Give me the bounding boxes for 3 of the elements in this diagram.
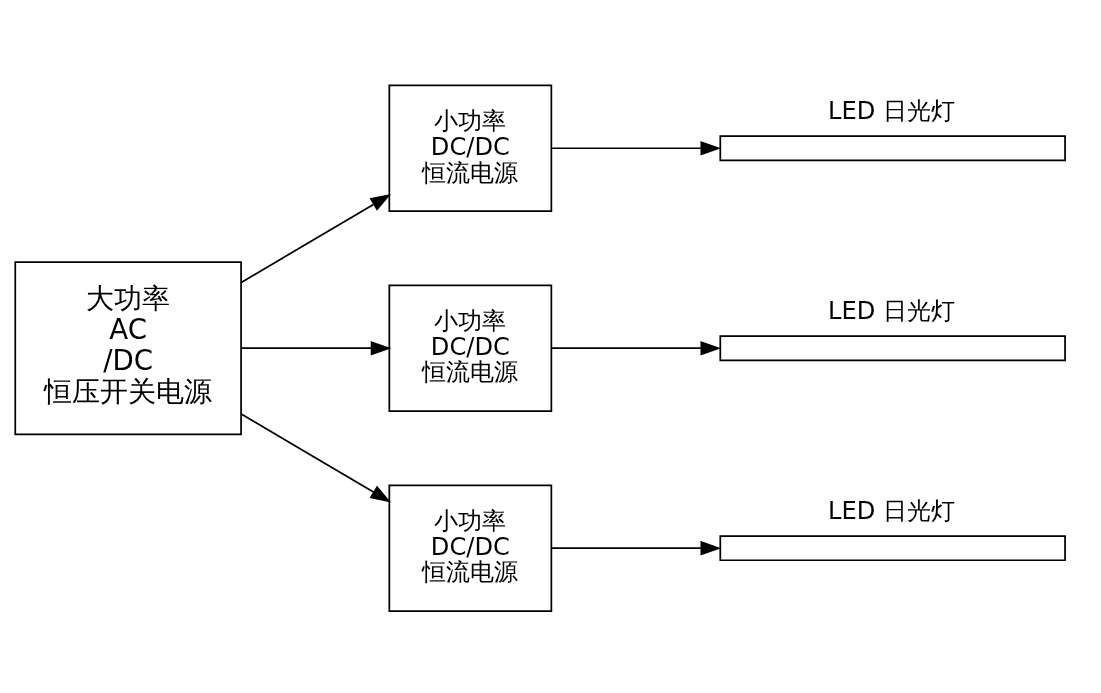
node-label: LED 日光灯 — [828, 97, 955, 126]
node-label: LED 日光灯 — [828, 497, 955, 526]
node-label: LED 日光灯 — [828, 297, 955, 326]
